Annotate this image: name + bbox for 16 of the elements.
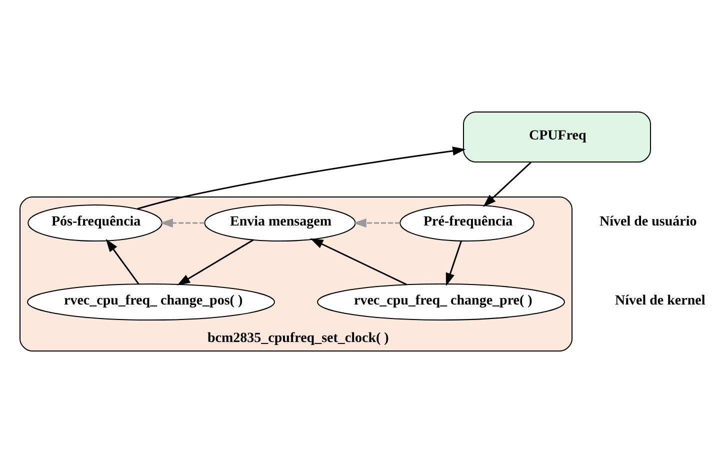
node-ellipse: Pós-frequência — [28, 204, 162, 241]
label: Nível de usuário — [600, 214, 697, 230]
node-ellipse: rvec_cpu_freq_ change_pre( ) — [317, 283, 565, 320]
arrow — [310, 238, 407, 285]
arrow — [160, 218, 205, 228]
arrow — [137, 146, 466, 210]
arrow — [353, 218, 400, 228]
arrow — [177, 238, 254, 285]
node-ellipse: Envia mensagem — [204, 204, 356, 241]
arrow — [106, 238, 140, 284]
arrow — [446, 240, 462, 286]
node-ellipse: Pré-frequência — [400, 204, 534, 241]
arrow — [483, 161, 532, 207]
label: Nível de kernel — [615, 293, 706, 308]
node-box: CPUFreq — [463, 111, 651, 162]
node-ellipse: rvec_cpu_freq_ change_pos( ) — [27, 283, 275, 320]
